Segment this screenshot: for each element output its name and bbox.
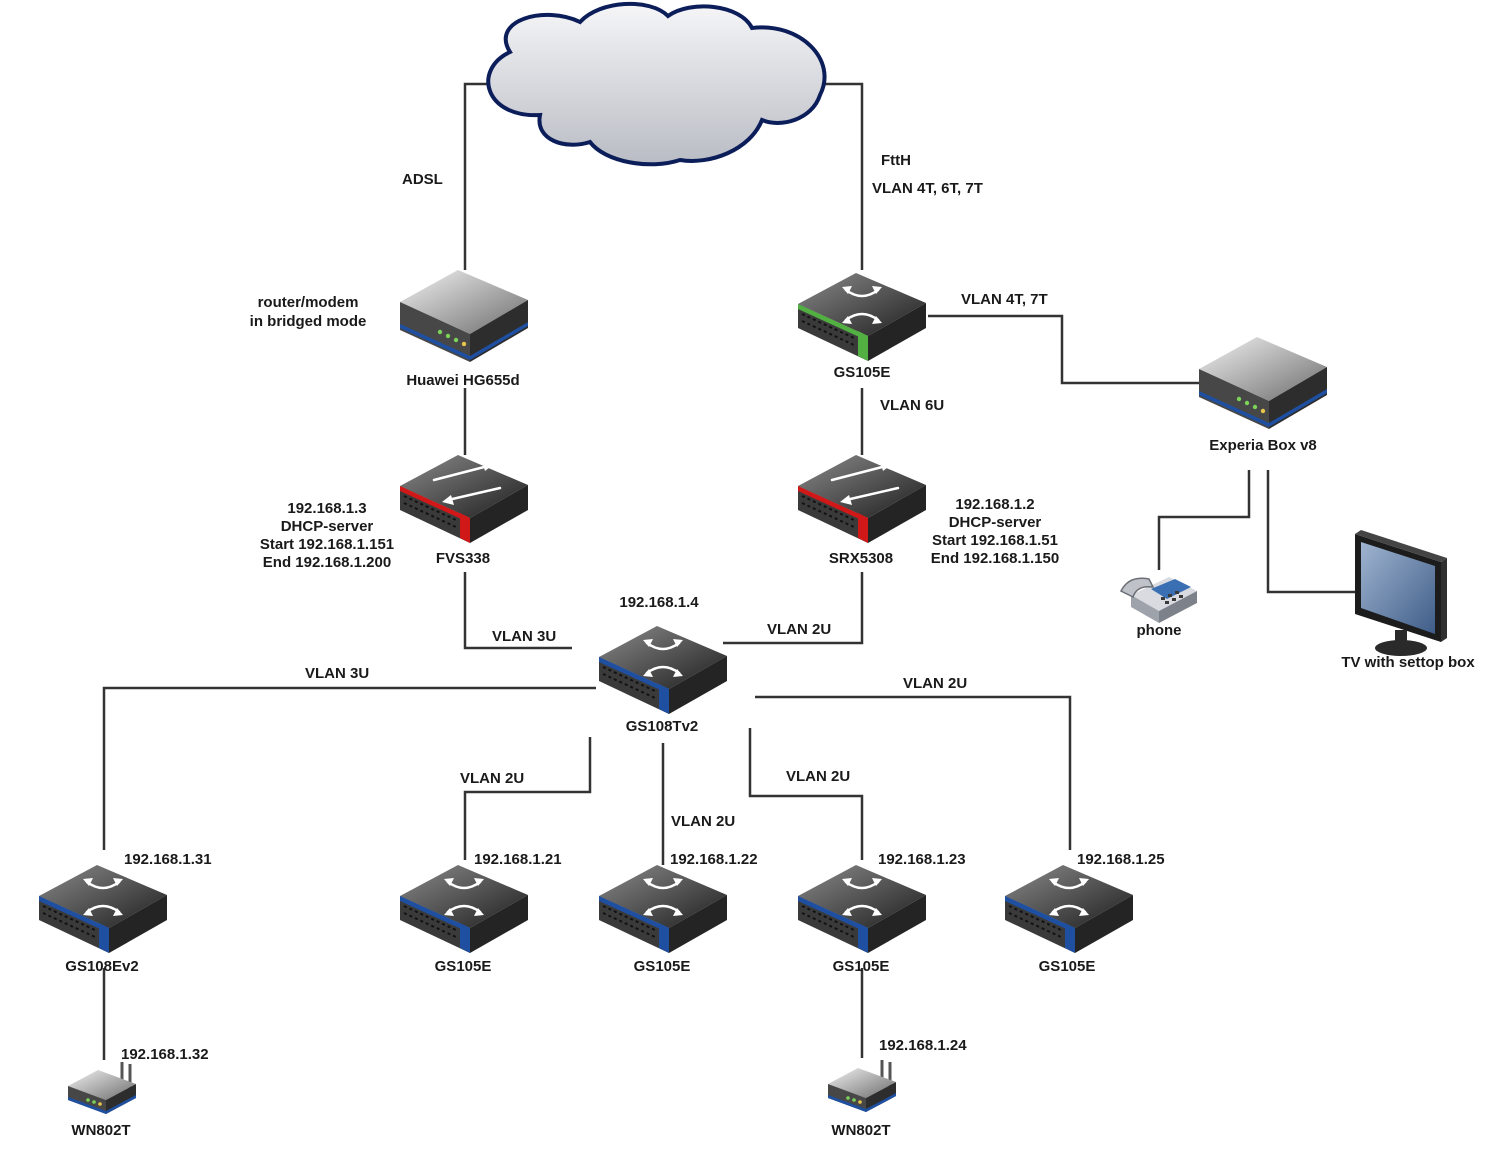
access-point-icon [66, 1060, 138, 1116]
switch-31-name: GS108Ev2 [65, 958, 138, 975]
link-core-sw21 [463, 737, 592, 860]
access-point-24-ip: 192.168.1.24 [879, 1037, 967, 1054]
link-ftth [822, 82, 864, 270]
switch-icon [1003, 863, 1135, 955]
link-labels: ADSL FttH VLAN 4T, 6T, 7T VLAN 4T, 7T VL… [305, 152, 1048, 830]
srx5308-start: Start 192.168.1.51 [932, 532, 1058, 549]
srx5308-role: DHCP-server [949, 514, 1042, 531]
switch-23-name: GS105E [833, 958, 890, 975]
switch-23-ip: 192.168.1.23 [878, 851, 966, 868]
ftth-vlan-label: VLAN 4T, 6T, 7T [872, 180, 983, 197]
access-point-32-ip: 192.168.1.32 [121, 1046, 209, 1063]
fvs338-role: DHCP-server [281, 518, 374, 535]
branch2-vlan-label: VLAN 2U [460, 770, 524, 787]
left-branch-vlan-label: VLAN 3U [305, 665, 369, 682]
experia-name: Experia Box v8 [1209, 437, 1317, 454]
srx-core-vlan-label: VLAN 2U [767, 621, 831, 638]
access-point-24-name: WN802T [831, 1122, 890, 1139]
switch-25[interactable] [1003, 863, 1135, 955]
switch-icon [796, 863, 928, 955]
switch-22[interactable] [597, 863, 729, 955]
link-fvs-core [463, 572, 572, 650]
link-srx-core [723, 572, 864, 645]
switch-icon [37, 863, 169, 955]
huawei-note-line1: router/modem [258, 294, 359, 311]
core-name: GS108Tv2 [626, 718, 699, 735]
switch-icon [398, 863, 530, 955]
fvs338-ip: 192.168.1.3 [287, 500, 366, 517]
srx5308-end: End 192.168.1.150 [931, 550, 1059, 567]
router-icon [400, 270, 528, 362]
srx5308-name: SRX5308 [829, 550, 893, 567]
links [102, 82, 1368, 1060]
gs105e-top-name: GS105E [834, 364, 891, 381]
fvs-core-vlan-label: VLAN 3U [492, 628, 556, 645]
access-point-24[interactable] [826, 1058, 898, 1114]
branch3-vlan-label: VLAN 2U [671, 813, 735, 830]
firewall-icon [398, 453, 530, 545]
firewall-icon [796, 453, 928, 545]
fvs338-name: FVS338 [436, 550, 490, 567]
switch-21-ip: 192.168.1.21 [474, 851, 562, 868]
cloud-icon [486, 1, 827, 167]
device-labels: router/modem in bridged mode Huawei HG65… [65, 294, 1475, 1139]
switch-21-name: GS105E [435, 958, 492, 975]
link-core-sw31 [102, 686, 596, 850]
core-ip: 192.168.1.4 [619, 594, 699, 611]
gs105e-top-switch[interactable] [796, 271, 928, 363]
right-branch-vlan-label: VLAN 2U [903, 675, 967, 692]
link-experia-tv [1266, 470, 1368, 594]
srx-vlan-label: VLAN 6U [880, 397, 944, 414]
experia-router[interactable] [1199, 337, 1327, 429]
switch-31[interactable] [37, 863, 169, 955]
switch-22-name: GS105E [634, 958, 691, 975]
link-gs105e-experia [928, 314, 1200, 385]
tv-device[interactable] [1355, 530, 1447, 656]
srx5308-firewall[interactable] [796, 453, 928, 545]
switch-22-ip: 192.168.1.22 [670, 851, 758, 868]
access-point-icon [826, 1058, 898, 1114]
huawei-router[interactable] [400, 270, 528, 362]
phone-name: phone [1137, 622, 1182, 639]
switch-icon [597, 863, 729, 955]
access-point-32[interactable] [66, 1060, 138, 1116]
switch-icon [796, 271, 928, 363]
ftth-label: FttH [881, 152, 911, 169]
switch-25-name: GS105E [1039, 958, 1096, 975]
phone-device[interactable] [1120, 576, 1198, 624]
tv-name: TV with settop box [1341, 654, 1475, 671]
link-core-sw25 [755, 695, 1072, 850]
phone-icon [1120, 576, 1198, 624]
link-adsl [463, 82, 495, 270]
switch-21[interactable] [398, 863, 530, 955]
srx5308-ip: 192.168.1.2 [955, 496, 1034, 513]
branch4-vlan-label: VLAN 2U [786, 768, 850, 785]
link-core-sw23 [748, 728, 864, 860]
fvs338-firewall[interactable] [398, 453, 530, 545]
experia-vlan-label: VLAN 4T, 7T [961, 291, 1048, 308]
access-point-32-name: WN802T [71, 1122, 130, 1139]
fvs338-start: Start 192.168.1.151 [260, 536, 394, 553]
link-experia-phone [1157, 470, 1251, 570]
adsl-label: ADSL [402, 171, 443, 188]
switch-31-ip: 192.168.1.31 [124, 851, 212, 868]
fvs338-end: End 192.168.1.200 [263, 554, 391, 571]
switch-25-ip: 192.168.1.25 [1077, 851, 1165, 868]
switch-icon [597, 624, 729, 716]
huawei-name: Huawei HG655d [406, 372, 519, 389]
router-icon [1199, 337, 1327, 429]
tv-icon [1355, 530, 1447, 656]
huawei-note-line2: in bridged mode [250, 313, 367, 330]
switch-23[interactable] [796, 863, 928, 955]
core-switch[interactable] [597, 624, 729, 716]
